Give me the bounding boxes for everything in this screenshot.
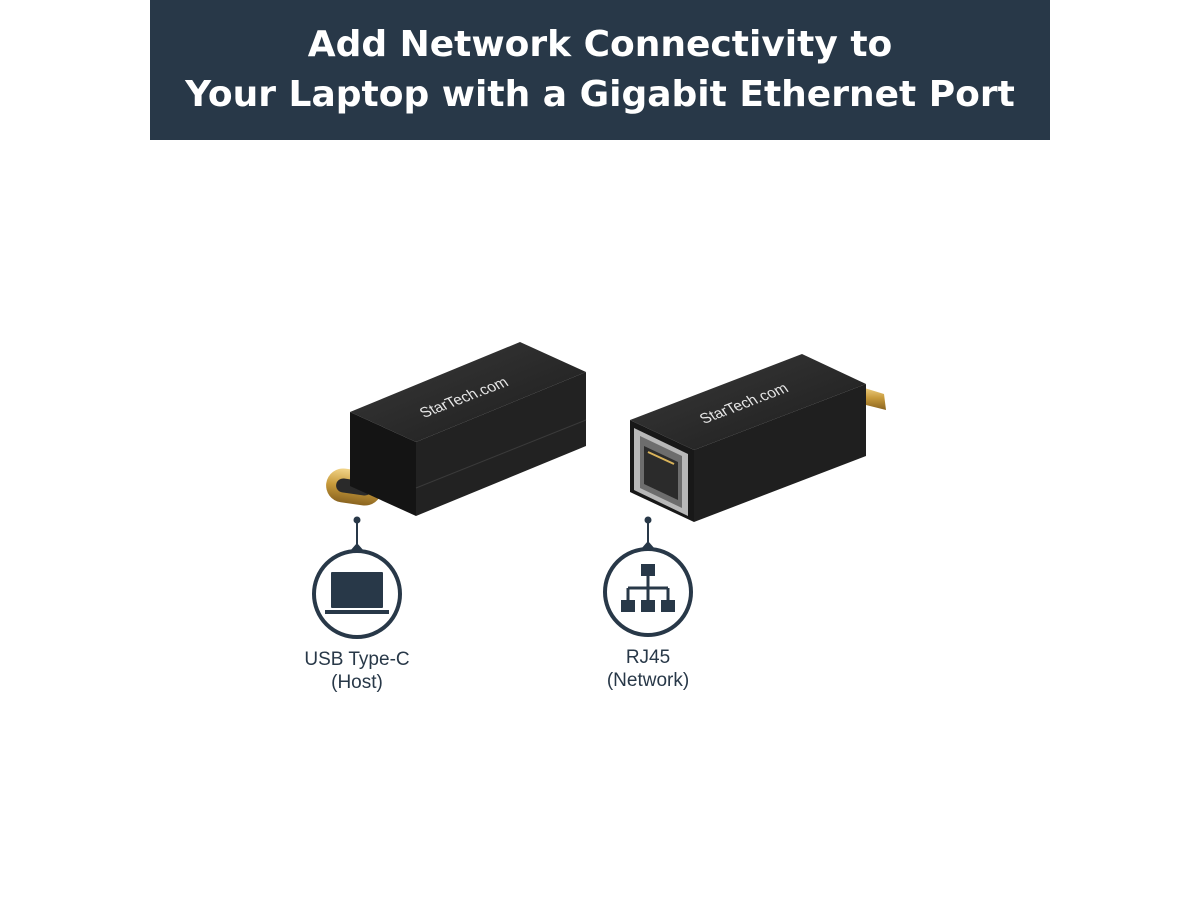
- usb-c-label-line-1: USB Type-C: [304, 649, 410, 670]
- headline-line-1: Add Network Connectivity to: [307, 24, 893, 65]
- network-icon: [621, 564, 675, 612]
- rj45-label-line-1: RJ45: [625, 647, 671, 668]
- adapter-right: StarTech.com: [630, 354, 886, 522]
- callout-rj45: [603, 516, 693, 637]
- headline-banner: Add Network Connectivity to Your Laptop …: [150, 0, 1050, 140]
- callout-usb-c: [312, 516, 402, 639]
- headline-line-2: Your Laptop with a Gigabit Ethernet Port: [185, 74, 1015, 115]
- usb-c-label-line-2: (Host): [331, 672, 383, 693]
- laptop-icon: [325, 572, 389, 614]
- rj45-label-line-2: (Network): [606, 670, 690, 691]
- adapter-left: StarTech.com: [326, 342, 587, 516]
- rj45-port: [634, 428, 688, 516]
- rj45-label: RJ45 (Network): [607, 646, 689, 692]
- usb-c-label: USB Type-C (Host): [304, 648, 409, 694]
